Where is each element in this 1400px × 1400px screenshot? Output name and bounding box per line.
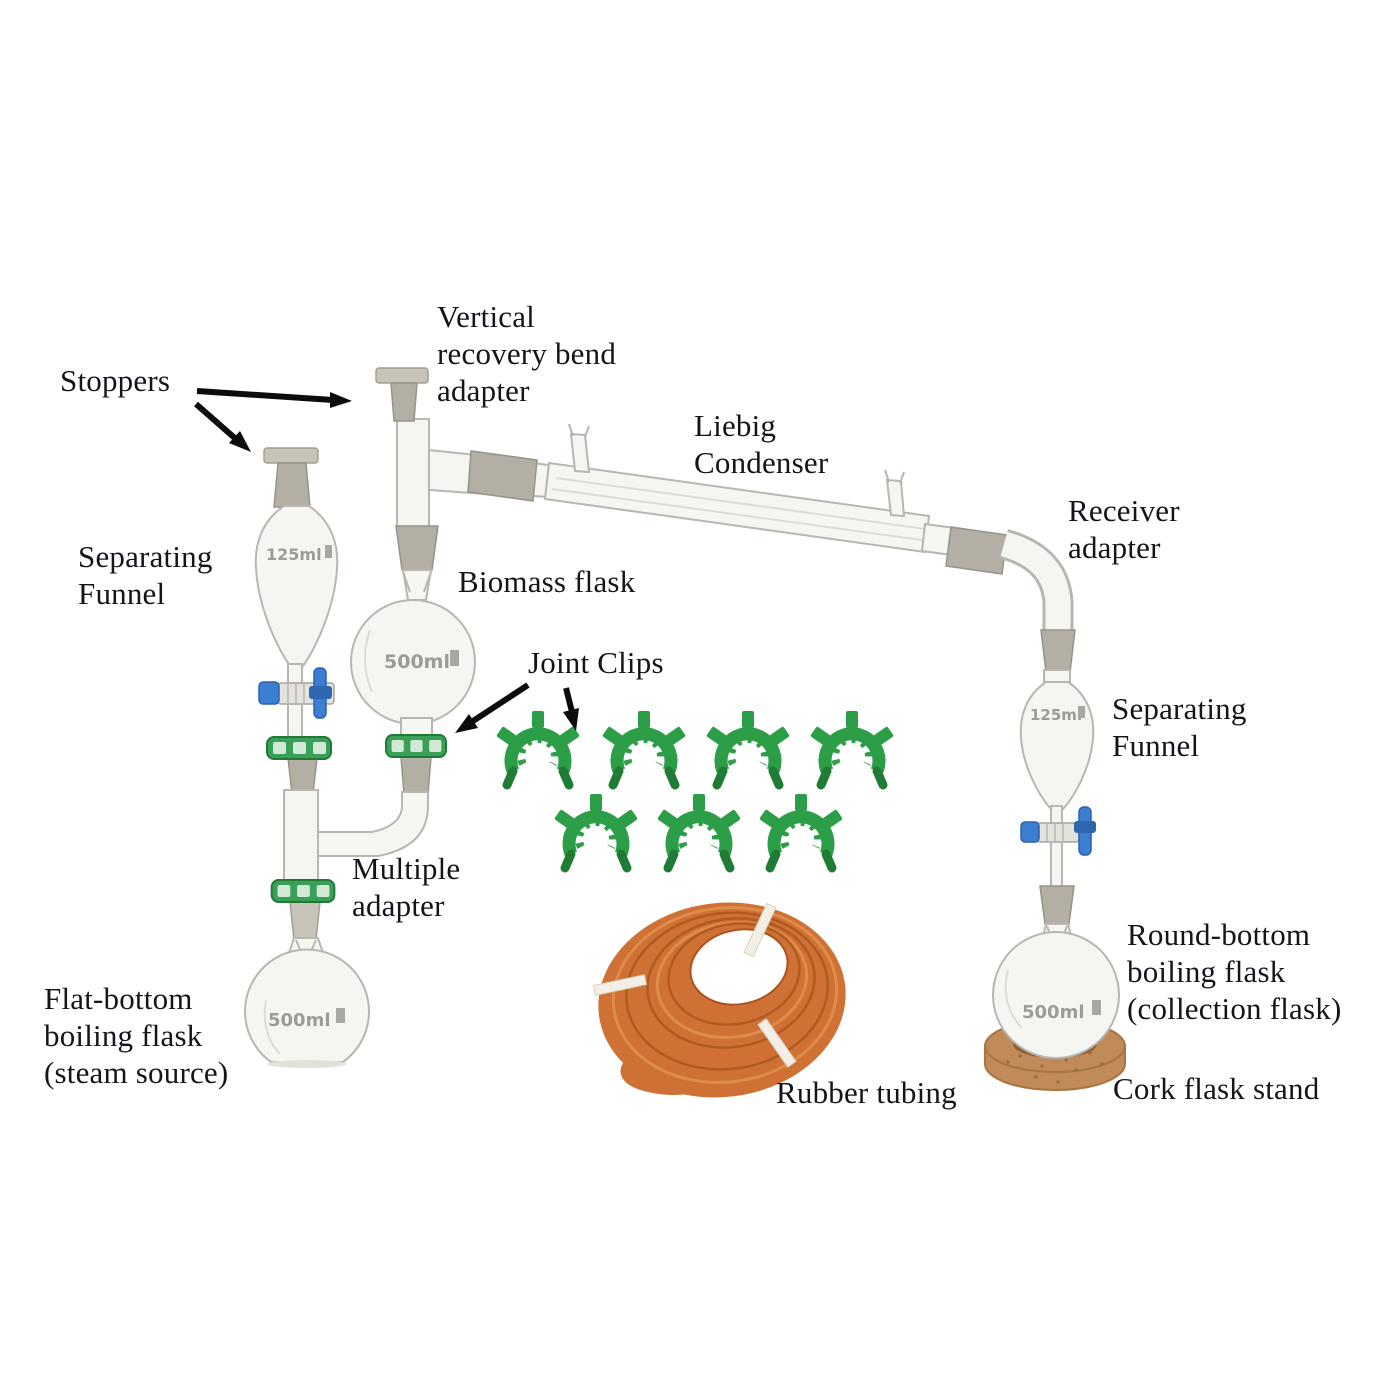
condenser-water-port-right [885, 478, 906, 518]
stopper-left-joint [273, 462, 311, 508]
left-separating-funnel [254, 447, 339, 687]
label-separating-funnel-left: Separating Funnel [78, 539, 213, 612]
tubing-tie [757, 1018, 797, 1068]
vertical-recovery-bend-adapter-glass [375, 367, 538, 532]
biomass-flask-glass [350, 525, 476, 795]
label-vertical-recovery-bend-adapter: Vertical recovery bend adapter [437, 299, 617, 409]
liebig-condenser-glass [483, 423, 1008, 575]
label-cork-flask-stand: Cork flask stand [1113, 1071, 1320, 1106]
flat-flask-volume-marking: 500ml [268, 1010, 331, 1031]
cork-stand-front [984, 1045, 1126, 1091]
label-liebig-condenser: Liebig Condenser [694, 408, 829, 481]
stopcock-cap-left [258, 681, 280, 705]
right-stopcock [1020, 806, 1096, 891]
label-round-bottom-boiling-flask: Round-bottom boiling flask (collection f… [1127, 917, 1342, 1027]
arrow-stoppers-to-bend-adapter [196, 388, 334, 403]
annotation-arrows [194, 388, 579, 733]
right-funnel-volume-marking: 125ml [1030, 706, 1082, 724]
tubing-tie [743, 902, 777, 958]
label-biomass-flask: Biomass flask [458, 564, 636, 599]
label-separating-funnel-right: Separating Funnel [1112, 691, 1247, 764]
flat-bottom-flask-glass [244, 937, 370, 1068]
arrow-jointclips-to-group [563, 687, 575, 713]
left-stopcock [258, 667, 335, 739]
left-funnel-volume-marking: 125ml [266, 545, 322, 564]
receiver-adapter-glass [999, 529, 1076, 673]
right-separating-funnel [1019, 669, 1095, 825]
arrow-stoppers-to-funnel [194, 401, 239, 443]
stopcock-cap-right [1020, 821, 1040, 843]
stopper-top [375, 367, 429, 384]
collection-flask-glass [992, 885, 1120, 1059]
label-rubber-tubing: Rubber tubing [776, 1075, 957, 1110]
biomass-volume-marking: 500ml [384, 651, 450, 673]
rubber-tubing-coil [592, 902, 846, 1098]
label-multiple-adapter: Multiple adapter [352, 851, 461, 924]
label-flat-bottom-boiling-flask: Flat-bottom boiling flask (steam source) [44, 981, 229, 1091]
arrow-jointclips-to-band [468, 682, 530, 726]
condenser-water-port-left [569, 432, 591, 474]
label-stoppers: Stoppers [60, 363, 171, 398]
round-flask-volume-marking: 500ml [1022, 1002, 1085, 1023]
tubing-tie [592, 974, 648, 996]
label-joint-clips: Joint Clips [528, 645, 664, 680]
joint-clips-group [496, 711, 894, 868]
label-receiver-adapter: Receiver adapter [1068, 493, 1180, 566]
stopper-top-joint [390, 382, 418, 422]
stopper-left [263, 447, 319, 464]
